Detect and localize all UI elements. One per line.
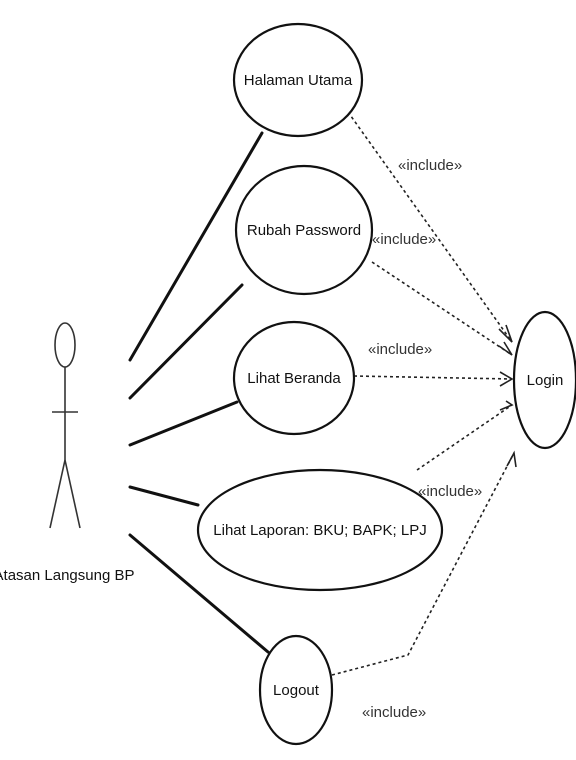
use-case-label-login: Login [527,372,564,389]
use-case-rubah-password: Rubah Password [234,164,374,296]
use-case-label-lihat-laporan: Lihat Laporan: BKU; BAPK; LPJ [213,522,426,539]
association-lihat-laporan [128,485,200,507]
use-case-halaman-utama: Halaman Utama [232,22,364,138]
associations [128,131,270,654]
association-rubah-password [128,283,244,400]
actor-left-leg [49,459,66,529]
use-case-lihat-beranda: Lihat Beranda [232,320,356,436]
use-cases: Halaman Utama Rubah Password Lihat Beran… [196,22,576,746]
use-case-login: Login [512,310,576,450]
association-halaman-utama [128,131,264,362]
include-dependencies [331,111,517,676]
use-case-lihat-laporan: Lihat Laporan: BKU; BAPK; LPJ [196,468,444,592]
actor-figure [49,322,81,529]
include-arrowhead-4 [499,400,514,411]
include-line-halaman-utama [347,111,513,343]
include-labels: «include» «include» «include» «include» … [362,157,482,721]
actor-head [54,322,76,368]
include-label-5: «include» [362,704,426,721]
include-label-1: «include» [398,157,462,174]
use-case-label-rubah-password: Rubah Password [247,222,361,239]
include-line-lihat-laporan [416,404,513,471]
include-line-logout [331,452,515,676]
use-case-label-lihat-beranda: Lihat Beranda [247,370,341,387]
use-case-label-logout: Logout [273,682,320,699]
actor-label: Atasan Langsung BP [0,567,134,584]
include-line-lihat-beranda [353,375,513,380]
association-logout [128,533,270,654]
include-label-4: «include» [418,483,482,500]
association-lihat-beranda [128,400,239,447]
use-case-label-halaman-utama: Halaman Utama [244,72,353,89]
include-label-3: «include» [368,341,432,358]
include-arrowhead-1 [498,324,513,343]
include-line-rubah-password [371,261,513,356]
include-arrowhead-3 [499,371,514,387]
use-case-logout: Logout [258,634,334,746]
include-arrowhead-5 [506,450,517,468]
actor-right-leg [64,459,81,529]
include-label-2: «include» [372,231,436,248]
include-arrowhead-2 [498,341,513,356]
